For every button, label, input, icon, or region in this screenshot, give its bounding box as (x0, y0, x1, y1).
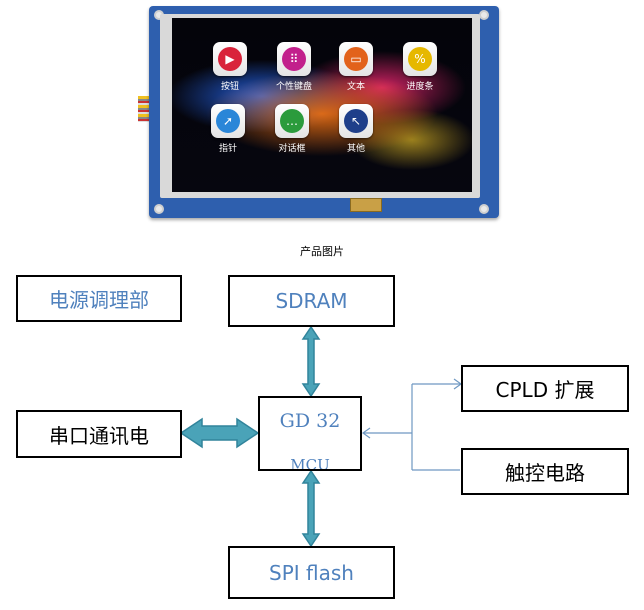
mcu-block: GD 32 MCU (258, 396, 362, 471)
mount-hole (479, 10, 489, 20)
spi-flash-block: SPI flash (228, 546, 395, 599)
mcu-spi-arrow (301, 469, 321, 548)
sdram-mcu-arrow (301, 325, 321, 398)
book-icon: ▭ (344, 47, 368, 71)
mcu-bus-lines (361, 378, 463, 471)
app-other: ↖ 其他 (326, 104, 386, 154)
lcd-screen: ▶ 按钮 ⠿ 个性键盘 ▭ 文本 % 进度条 ➚ 指针 … 对话框 ↖ 其他 (172, 18, 472, 192)
app-pointer: ➚ 指针 (198, 104, 258, 154)
fpc-connector (350, 198, 382, 212)
chat-icon: … (280, 109, 304, 133)
uart-block: 串口通讯电 (16, 410, 182, 458)
compass-icon: ➚ (216, 109, 240, 133)
play-icon: ▶ (218, 47, 242, 71)
mount-hole (154, 204, 164, 214)
keypad-icon: ⠿ (282, 47, 306, 71)
mount-hole (479, 204, 489, 214)
app-progress: % 进度条 (390, 42, 450, 92)
cursor-icon: ↖ (344, 109, 368, 133)
power-block: 电源调理部 (16, 275, 182, 322)
connector-pins (138, 96, 152, 122)
progress-icon: % (408, 47, 432, 71)
app-dialog: … 对话框 (262, 104, 322, 154)
touch-block: 触控电路 (461, 448, 629, 495)
cpld-block: CPLD 扩展 (461, 365, 629, 412)
app-button: ▶ 按钮 (200, 42, 260, 92)
app-text: ▭ 文本 (326, 42, 386, 92)
photo-caption: 产品图片 (300, 245, 344, 258)
sdram-block: SDRAM (228, 275, 395, 327)
uart-mcu-arrow (179, 417, 260, 449)
app-keyboard: ⠿ 个性键盘 (264, 42, 324, 92)
